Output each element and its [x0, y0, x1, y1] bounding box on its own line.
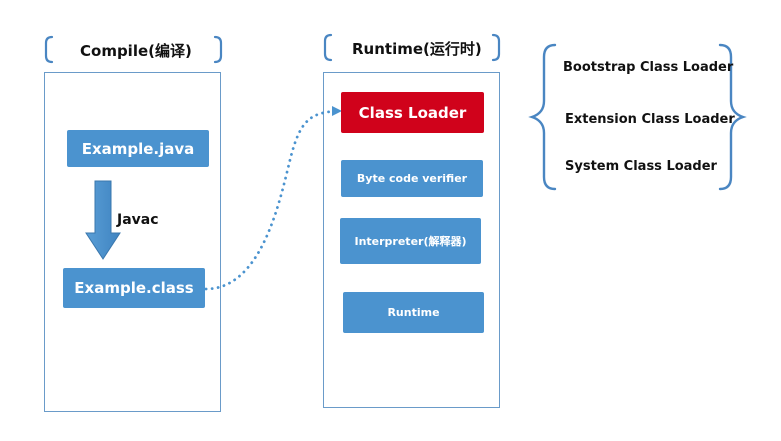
example-java-box: Example.java [67, 130, 209, 167]
system-class-loader-label: System Class Loader [565, 159, 717, 174]
runtime-title: Runtime(运行时) [352, 40, 482, 58]
dotted-connector-arrowhead [332, 106, 342, 116]
compile-title-left-bracket [44, 35, 54, 64]
loader-brace-left [528, 43, 557, 191]
loader-brace-right [718, 43, 747, 191]
runtime-box: Runtime [343, 292, 484, 333]
javac-arrow [85, 180, 121, 260]
byte-code-verifier-box: Byte code verifier [341, 160, 483, 197]
runtime-title-right-bracket [491, 33, 501, 62]
compile-title-right-bracket [213, 35, 223, 64]
runtime-title-left-bracket [323, 33, 333, 62]
example-class-box: Example.class [63, 268, 205, 308]
bootstrap-class-loader-label: Bootstrap Class Loader [563, 60, 734, 75]
interpreter-box: Interpreter(解释器) [340, 218, 481, 264]
extension-class-loader-label: Extension Class Loader [565, 112, 735, 127]
compile-title: Compile(编译) [80, 42, 192, 60]
dotted-connector [204, 109, 342, 291]
class-loader-box: Class Loader [341, 92, 484, 133]
javac-label: Javac [117, 212, 159, 228]
compile-panel [44, 72, 221, 412]
